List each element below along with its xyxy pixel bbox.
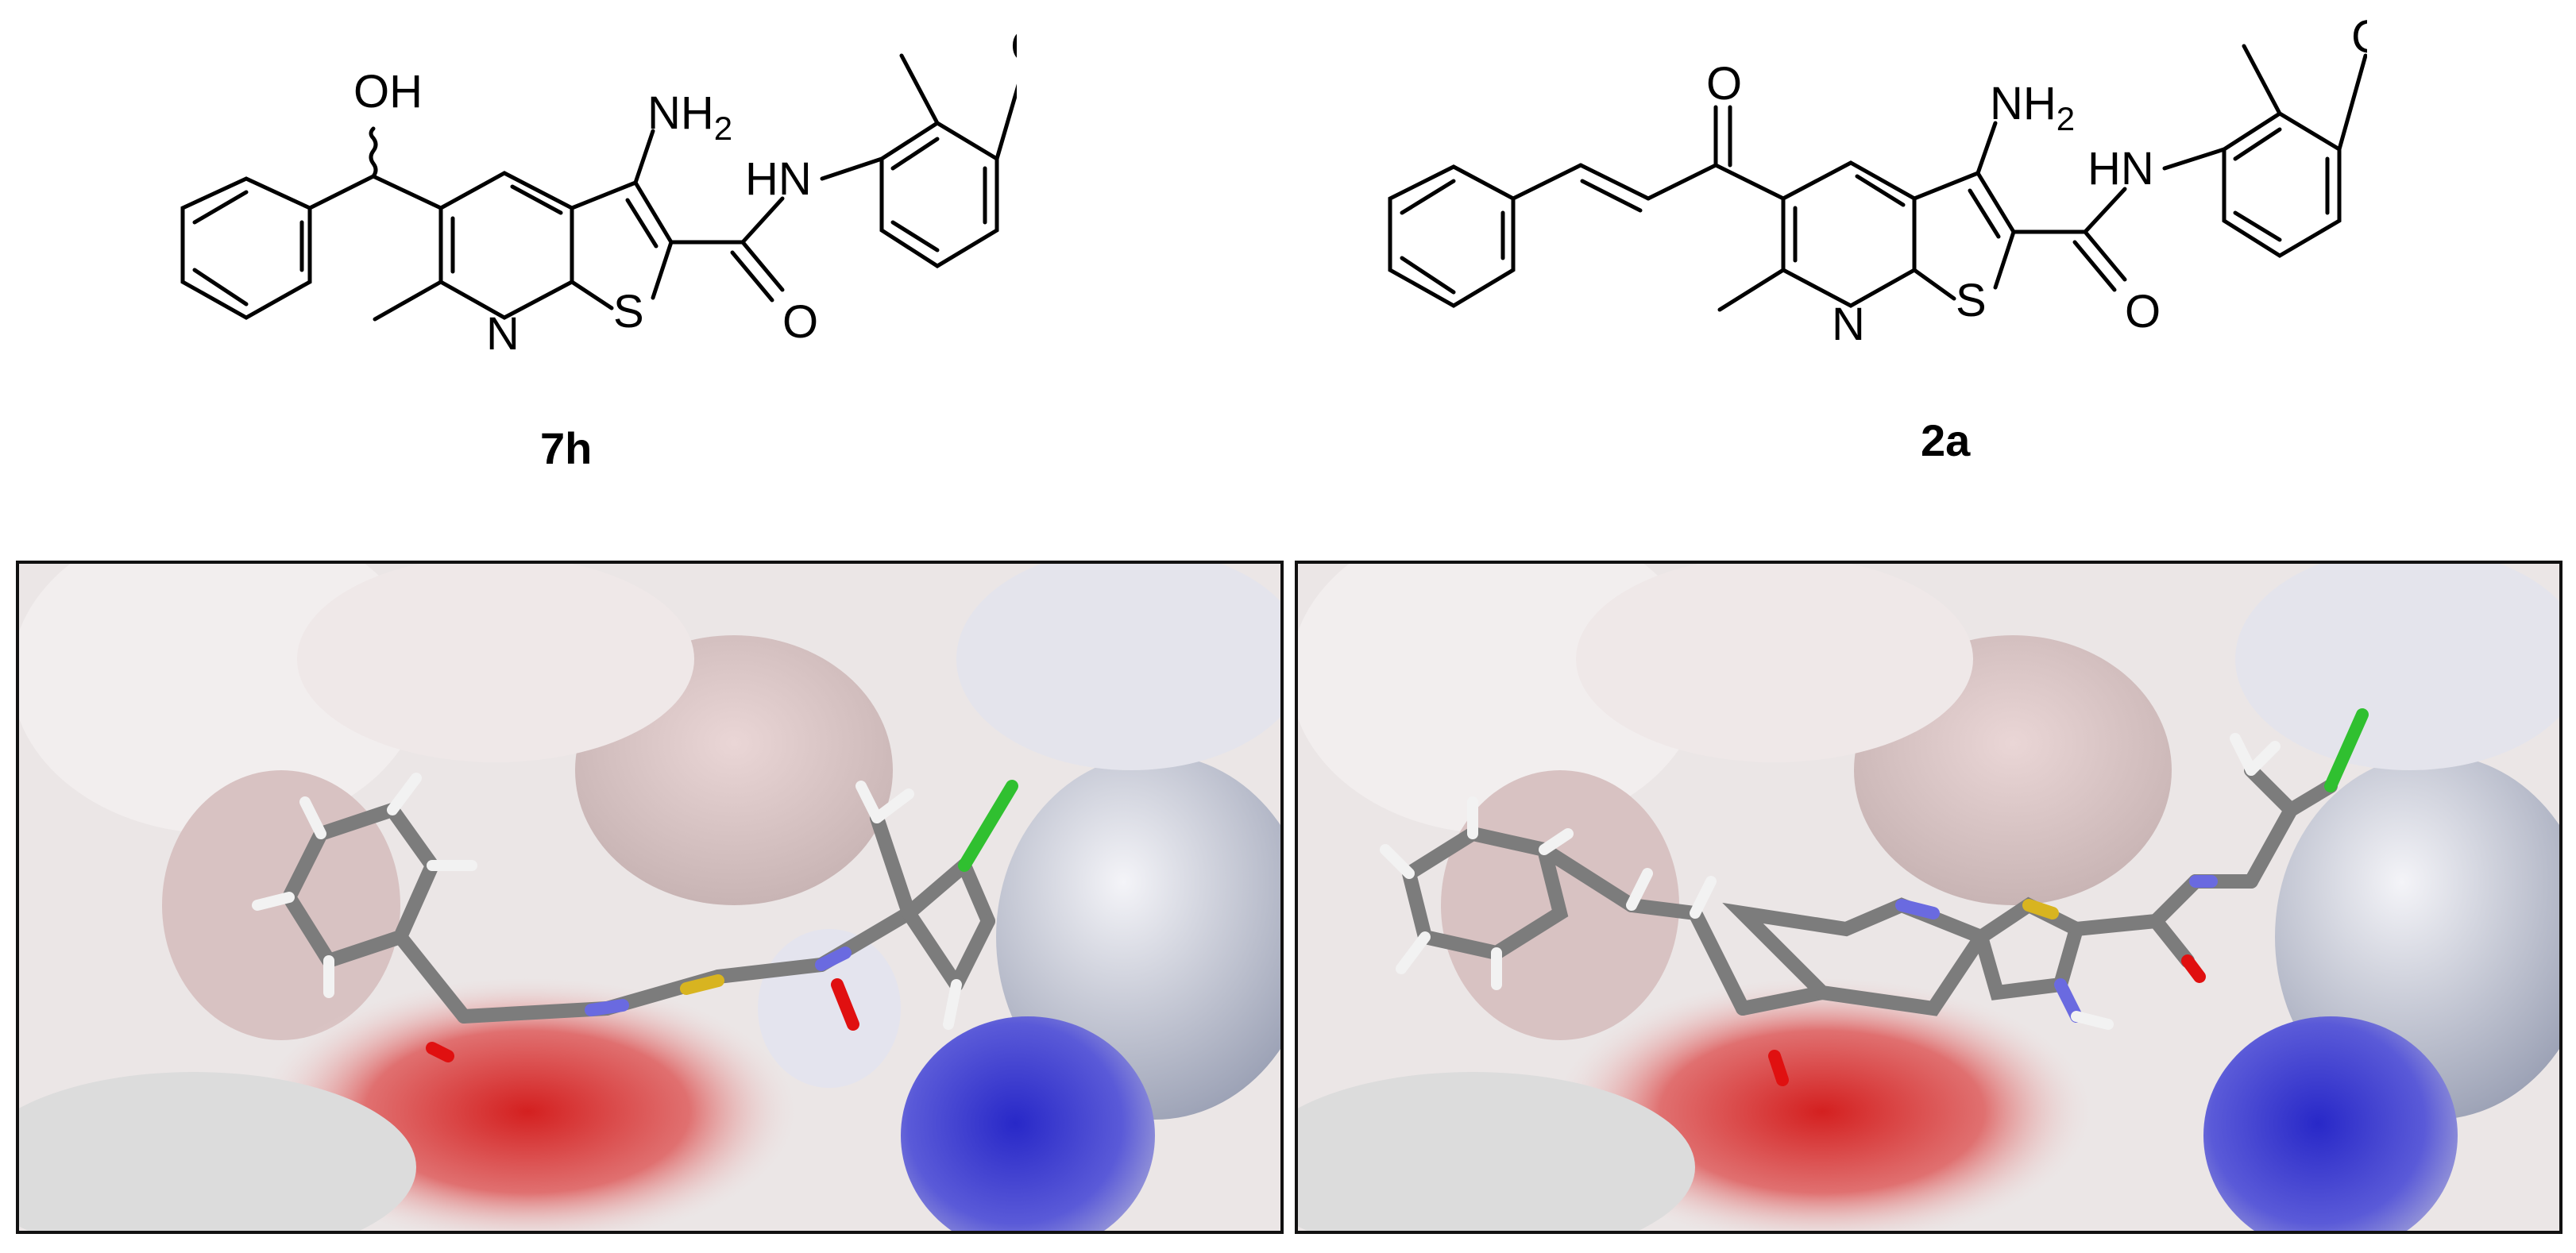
ketone-o-label: O [1706,58,1742,110]
chloro-label: Cl [1010,21,1017,72]
docking-panel-2a [1295,561,2562,1234]
carbonyl-o-label: O [782,296,818,348]
hydroxyl-label: OH [353,66,423,118]
docking-render-7h [19,564,1280,1231]
docking-panel-7h [16,561,1284,1234]
amine-label: NH2 [647,87,732,147]
amide-nh-label: HN [745,153,812,205]
docking-render-2a [1298,564,2559,1231]
compound-label-2a: 2a [1921,415,1971,465]
amine-label: NH2 [1990,78,2075,137]
chloro-label: Cl [2351,11,2367,63]
amide-nh-label: HN [2087,143,2154,195]
ring-n-label: N [1832,299,1865,350]
structure-7h-drawing: OH NH2 HN O N S Cl [180,21,1017,360]
ring-s-label: S [1956,275,1987,326]
structure-2a-drawing: O NH2 HN O N S Cl [1388,11,2367,350]
structure-2a: O NH2 HN O N S Cl [1366,0,2367,508]
compound-label-7h: 7h [540,423,593,473]
carbonyl-o-label: O [2125,286,2161,337]
ring-n-label: N [486,308,519,360]
structure-7h: OH NH2 HN O N S Cl [143,0,1017,508]
ring-s-label: S [613,286,644,337]
